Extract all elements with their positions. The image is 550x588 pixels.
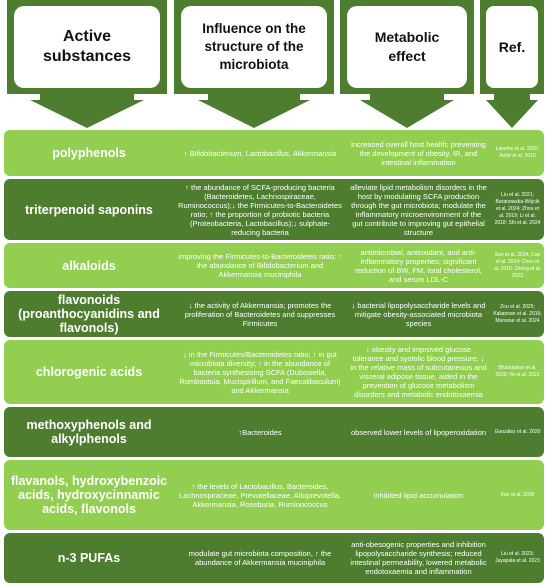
table-row-flavonoids: flavonoids (proanthocyanidins and flavon… [4, 291, 544, 337]
table-row-n3-pufas: n-3 PUFAs modulate gut microbiota compos… [4, 533, 544, 583]
arrow-shape-icon [7, 0, 167, 128]
ref-cell: Bhandarkar et al. 2020; Ye et al. 2021 [495, 365, 540, 378]
table-row-chlorogenic-acids: chlorogenic acids ↓ in the Firmicutes/Ba… [4, 340, 544, 404]
arrow-shape-icon [340, 0, 474, 128]
table-row-flavanols: flavanols, hydroxybenzoic acids, hydroxy… [4, 460, 544, 530]
table-row-triterpenoid-saponins: triterpenoid saponins ↑ the abundance of… [4, 179, 544, 240]
substance-cell: flavanols, hydroxybenzoic acids, hydroxy… [10, 474, 168, 516]
metabolic-cell: antimicrobial, antioxidant, and anti-inf… [355, 247, 482, 284]
ref-cell: Zou et al. 2025; Kaliannan et al. 2016; … [493, 303, 542, 324]
ref-cell: Kan et al. 2020 [500, 491, 535, 498]
table-row-alkaloids: alkaloids improving the Firmicutes-to-Ba… [4, 243, 544, 288]
ref-cell: Lavefve et al. 2020; Anhê et al. 2015 [495, 146, 540, 159]
influence-cell: ↑ the abundance of SCFA-producing bacter… [178, 182, 342, 237]
ref-cell: Sun et al. 2014; Cao et al. 2024; Chen e… [494, 251, 541, 279]
substance-cell: triterpenoid saponins [25, 202, 153, 217]
influence-cell: ↓ in the Firmicutes/Bacteroidetes ratio;… [179, 349, 341, 395]
metabolic-cell: inhibited lipid accumulation [373, 490, 464, 500]
substance-cell: flavonoids (proanthocyanidins and flavon… [18, 293, 160, 335]
metabolic-cell: increased overall host health; preventin… [351, 139, 486, 167]
influence-cell: modulate gut microbiota composition, ↑ t… [188, 549, 332, 567]
influence-cell: improving the Firmicutes-to-Bacteroidete… [178, 252, 342, 279]
substance-cell: n-3 PUFAs [57, 551, 121, 565]
header-ref: Ref. [498, 39, 526, 55]
ref-cell: González et al. 2020 [494, 428, 541, 435]
influence-cell: ↑ Bifidobacterium, Lactobacillus, Akkerm… [183, 148, 337, 158]
substance-cell: methoxyphenols and alkylphenols [26, 418, 152, 446]
metabolic-cell: ↓ obesity and improved glucose tolerance… [350, 345, 487, 399]
influence-cell: ↑Bacteroides [238, 427, 282, 437]
ref-cell: Liu et al. 2023; Jayapala et al. 2023 [495, 551, 540, 564]
influence-cell: ↓ the activity of Akkermansia; promotes … [184, 300, 336, 328]
arrow-ref: Ref. [478, 0, 546, 128]
arrow-shape-icon [480, 0, 544, 128]
substance-cell: alkaloids [62, 258, 116, 273]
table-row-methoxyphenols: methoxyphenols and alkylphenols ↑Bactero… [4, 407, 544, 457]
metabolic-cell: anti-obesogenic properties and inhibitio… [350, 540, 487, 576]
metabolic-cell: alleviate lipid metabolism disorders in … [350, 182, 487, 237]
table-row-polyphenols: polyphenols ↑ Bifidobacterium, Lactobaci… [4, 130, 544, 176]
metabolic-cell: observed lower levels of lipoperoxidatio… [350, 427, 487, 437]
substance-cell: polyphenols [52, 146, 126, 160]
metabolic-cell: ↓ bacterial lipopolysaccharide levels an… [351, 300, 486, 328]
substance-cell: chlorogenic acids [35, 365, 143, 379]
ref-cell: Liu et al. 2021; Baranowska-Wójcik et al… [494, 192, 541, 226]
influence-cell: ↑ the levels of Lactobacillus, Bacteroid… [179, 481, 341, 509]
arrow-shape-icon [174, 0, 334, 128]
